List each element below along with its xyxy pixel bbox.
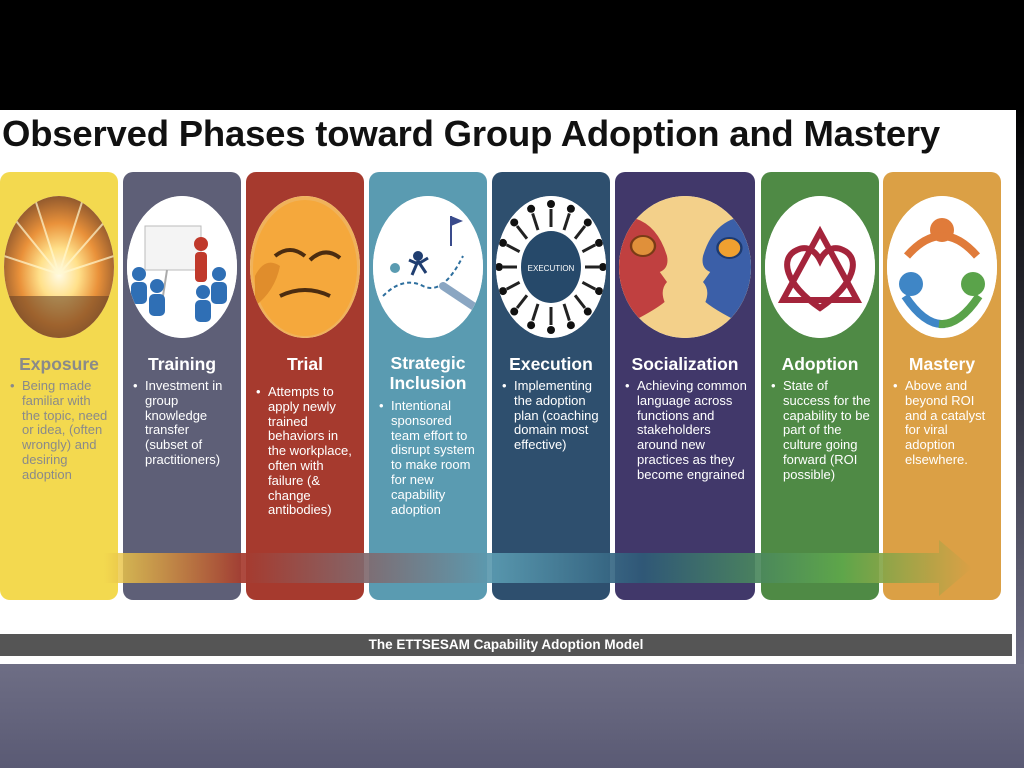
page-title: Observed Phases toward Group Adoption an…	[2, 113, 941, 154]
phase-description-text: Attempts to apply newly trained behavior…	[256, 384, 358, 518]
phase-exposure: ExposureBeing made familiar with the top…	[0, 172, 118, 600]
execution-arrows-icon: EXECUTION	[496, 196, 606, 338]
phase-description: Investment in group knowledge transfer (…	[133, 378, 235, 468]
phase-training: TrainingInvestment in group knowledge tr…	[123, 172, 241, 600]
phase-description-text: Implementing the adoption plan (coaching…	[502, 378, 604, 453]
phase-description: Intentional sponsored team effort to dis…	[379, 398, 481, 517]
phase-title: Exposure	[19, 354, 99, 374]
bottom-background	[0, 664, 1024, 768]
sunburst-icon	[4, 196, 114, 338]
phase-description: Being made familiar with the topic, need…	[10, 378, 112, 483]
phase-mastery: MasteryAbove and beyond ROI and a cataly…	[883, 172, 1001, 600]
phase-description: Implementing the adoption plan (coaching…	[502, 378, 604, 453]
phase-description: State of success for the capability to b…	[771, 378, 873, 483]
execution-icon-label: EXECUTION	[528, 264, 575, 273]
phase-title: Training	[147, 354, 217, 374]
phase-description-text: State of success for the capability to b…	[771, 378, 873, 483]
phase-adoption: AdoptionState of success for the capabil…	[761, 172, 879, 600]
phase-description-text: Being made familiar with the topic, need…	[10, 378, 112, 483]
model-caption: The ETTSESAM Capability Adoption Model	[0, 634, 1012, 656]
heart-triangle-icon	[765, 196, 875, 338]
phase-description: Achieving common language across functio…	[625, 378, 749, 483]
phase-trial: TrialAttempts to apply newly trained beh…	[246, 172, 364, 600]
top-black-band	[0, 0, 1024, 110]
phase-description-text: Intentional sponsored team effort to dis…	[379, 398, 481, 517]
phase-description-text: Above and beyond ROI and a catalyst for …	[893, 378, 995, 468]
phase-description-text: Investment in group knowledge transfer (…	[133, 378, 235, 468]
phase-title: Execution	[509, 354, 593, 374]
phase-title: Adoption	[781, 354, 859, 374]
frustrated-face-icon	[250, 196, 360, 338]
phase-strategic-inclusion: Strategic InclusionIntentional sponsored…	[369, 172, 487, 600]
two-heads-gears-icon	[619, 196, 751, 338]
phase-description-text: Achieving common language across functio…	[625, 378, 749, 483]
phase-title: Strategic Inclusion	[389, 353, 467, 393]
phase-description: Above and beyond ROI and a catalyst for …	[893, 378, 995, 468]
strategy-path-icon	[373, 196, 483, 338]
phase-socialization: SocializationAchieving common language a…	[615, 172, 755, 600]
classroom-presentation-icon	[127, 196, 237, 338]
unity-circle-icon	[887, 196, 997, 338]
phase-description: Attempts to apply newly trained behavior…	[256, 384, 358, 518]
phase-title: Socialization	[631, 354, 739, 374]
phase-execution: EXECUTION ExecutionImplementing the adopt…	[492, 172, 610, 600]
phase-title: Mastery	[908, 354, 976, 374]
phase-title: Trial	[287, 354, 323, 374]
